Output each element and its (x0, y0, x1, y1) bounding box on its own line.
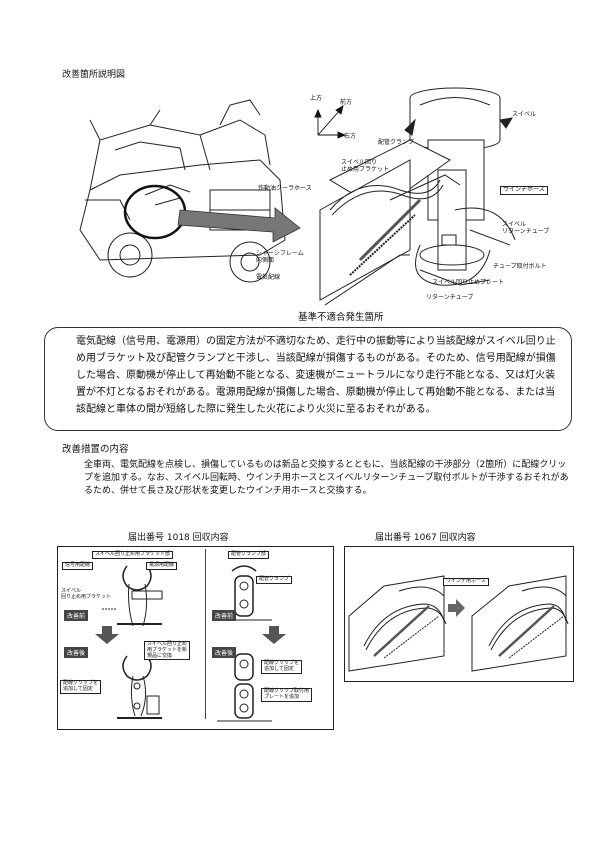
panel-divider (205, 549, 206, 719)
swivel-return-tube-label: スイベル リターンチューブ (502, 221, 550, 235)
recall-1067-drawings (348, 575, 569, 672)
crane-diagram (79, 87, 516, 306)
explanation-bubble (44, 327, 572, 431)
swivel-label: スイベル (512, 111, 537, 118)
before-badge-right: 改善前 (212, 610, 237, 621)
recall-1018-heading: 届出番号 1018 回収内容 (128, 533, 229, 543)
measures-heading: 改善措置の内容 (62, 444, 129, 455)
arrow-right-icon (448, 599, 465, 617)
arrow-down-icon (262, 626, 286, 644)
explanation-text: 電気配線（信号用、電源用）の固定方法が不適切なため、走行中の振動等により当該配線… (76, 336, 556, 415)
right-clip-note: 配線クリップを 追加して固定 (261, 660, 303, 674)
after-badge-left: 改善後 (64, 647, 89, 658)
right-panel-title: 配管クランプ部 (228, 551, 269, 559)
page-title: 改善箇所説明図 (62, 70, 126, 80)
tube-mount-bolt-label: チューブ取付ボルト (493, 263, 547, 270)
swivel-stop-plate-label: スイベル回り止めプレート (432, 279, 505, 286)
axis-up-label: 上方 (310, 95, 323, 102)
left-clip-note: 配線クリップを 追加して固定 (60, 680, 102, 694)
chassis-frame-inner-label: シャーシフレーム 内側面 (256, 250, 304, 264)
power-wire-label: 電源用配線 (146, 562, 178, 570)
left-panel-title: スイベル回り止め用ブラケット部 (92, 551, 174, 559)
swivel-illustration (404, 87, 513, 286)
winch-hose-1067-label: ウインチ用ホース (443, 578, 489, 586)
winch-hose-label: ウインチホース (500, 186, 548, 195)
right-plate-note: 配線クリップ取付用 プレートを追加 (261, 688, 313, 702)
measures-text: 全車両、電気配線を点検し、損傷しているものは新品と交換するとともに、当該配線の干… (84, 460, 569, 496)
electric-wiring-label: 電気配線 (256, 274, 281, 281)
recall-1067-heading: 届出番号 1067 回収内容 (375, 533, 476, 543)
frame-and-hoses (319, 139, 516, 306)
pipe-clamp-1018-label: 配管クランプ (256, 576, 292, 584)
return-tube-label: リターンチューブ (426, 294, 474, 301)
crane-truck-illustration (79, 99, 286, 283)
axis-front-label: 前方 (340, 99, 353, 106)
swivel-stop-bracket-label: スイベル回り 止め用ブラケット (341, 159, 390, 173)
axis-indicator (314, 105, 347, 139)
swivel-bracket-label: スイベル 回り止め用ブラケット (61, 588, 112, 600)
hydraulic-cooler-hose-label: 作動油クーラホース (258, 185, 312, 192)
arrow-down-icon (95, 626, 119, 644)
after-badge-right: 改善後 (212, 647, 237, 658)
signal-wire-label: 信号用配線 (62, 562, 94, 570)
highlight-circle (123, 184, 187, 240)
axis-right-label: 右方 (344, 133, 357, 140)
recall-1018-drawings (95, 565, 286, 722)
big-arrow-icon (177, 207, 301, 243)
pipe-clamp-label: 配管クランプ (378, 139, 414, 146)
nonconformity-label: 基準不適合発生箇所 (298, 312, 384, 323)
before-badge-left: 改善前 (64, 610, 89, 621)
left-after-note: スイベル回り止め 用ブラケットを新 規品に交換 (144, 641, 191, 661)
